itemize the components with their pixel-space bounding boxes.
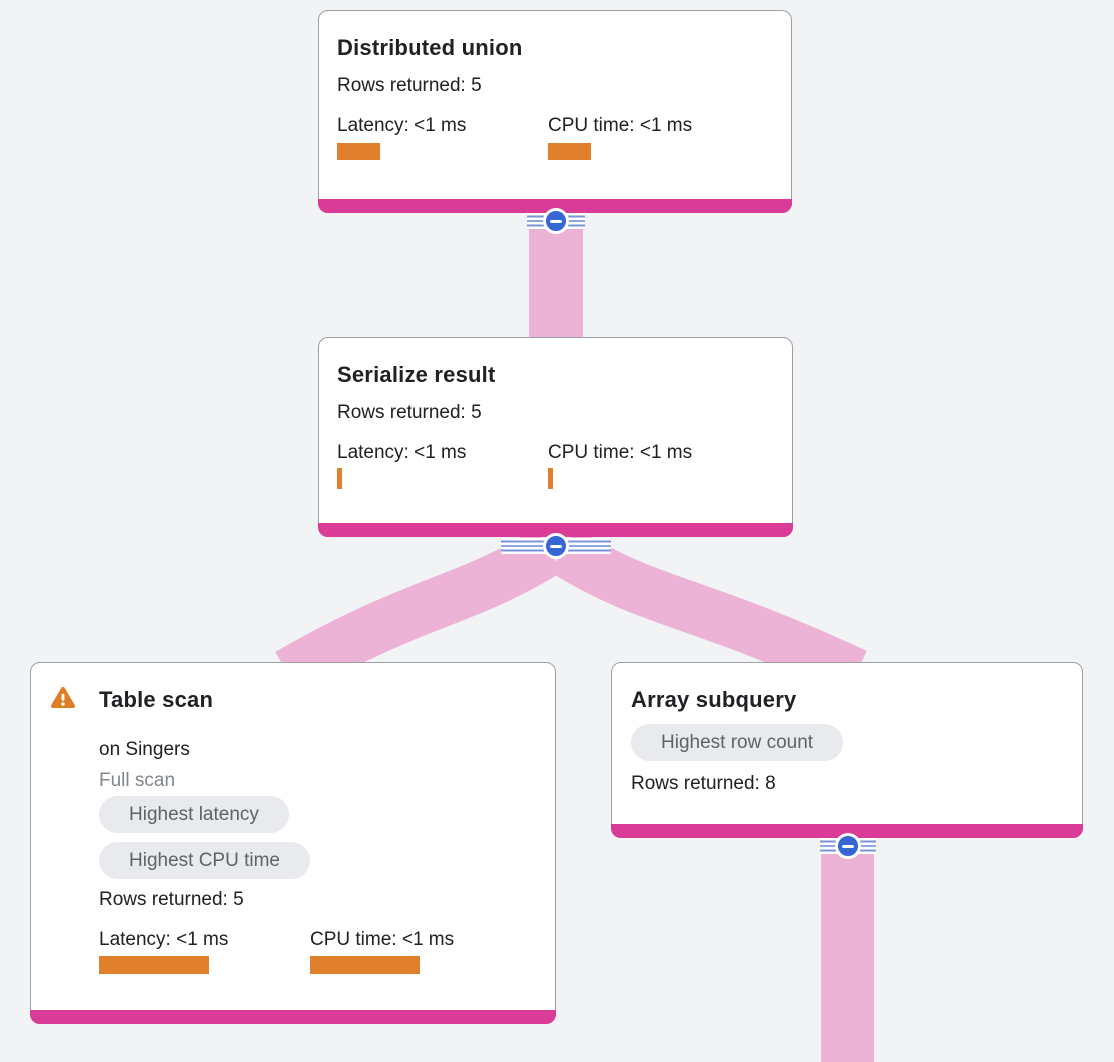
latency-label: Latency: <1 ms — [99, 929, 229, 950]
warning-triangle-icon — [51, 687, 75, 708]
metrics-row: Latency: <1 ms CPU time: <1 ms — [337, 114, 773, 160]
cpu-time-label: CPU time: <1 ms — [548, 115, 693, 136]
minus-glyph — [550, 219, 562, 223]
scan-type-label: Full scan — [99, 770, 176, 791]
rows-returned: Rows returned: 8 — [631, 773, 776, 794]
minus-glyph — [550, 544, 562, 548]
latency-label: Latency: <1 ms — [337, 115, 467, 136]
node-accent-bar — [30, 1010, 556, 1024]
cpu-time-metric: CPU time: <1 ms — [548, 441, 699, 489]
minus-glyph — [842, 844, 854, 848]
latency-bar — [337, 468, 342, 489]
plan-node-distributed-union[interactable]: Distributed union Rows returned: 5 Laten… — [318, 10, 792, 213]
cpu-time-label: CPU time: <1 ms — [310, 929, 455, 950]
metrics-row: Latency: <1 ms CPU time: <1 ms — [99, 928, 537, 974]
badge-highest-cpu-time: Highest CPU time — [99, 842, 310, 879]
collapse-button-distributed-union[interactable] — [527, 208, 585, 234]
node-accent-bar — [318, 523, 793, 537]
cpu-time-bar — [548, 468, 553, 489]
minus-circle-icon — [543, 208, 569, 234]
latency-bar — [99, 956, 209, 974]
node-accent-bar — [611, 824, 1083, 838]
minus-circle-icon — [543, 533, 569, 559]
badge-highest-row-count: Highest row count — [631, 724, 844, 761]
plan-node-array-subquery[interactable]: Array subquery Highest row count Rows re… — [611, 662, 1083, 838]
node-title: Serialize result — [337, 362, 496, 387]
badge-highest-latency: Highest latency — [99, 796, 289, 833]
badge-list: Highest latency Highest CPU time — [99, 796, 537, 879]
plan-node-serialize-result[interactable]: Serialize result Rows returned: 5 Latenc… — [318, 337, 793, 537]
rows-returned: Rows returned: 5 — [99, 889, 244, 910]
edge-below-array-subquery — [821, 842, 874, 1062]
plan-node-table-scan[interactable]: Table scan on Singers Full scan Highest … — [30, 662, 556, 1024]
cpu-time-metric: CPU time: <1 ms — [310, 928, 461, 974]
badge-list: Highest row count — [631, 724, 1064, 761]
node-title: Table scan — [99, 687, 214, 712]
latency-metric: Latency: <1 ms — [337, 114, 488, 160]
node-title: Array subquery — [631, 687, 797, 712]
cpu-time-label: CPU time: <1 ms — [548, 442, 693, 463]
latency-metric: Latency: <1 ms — [337, 441, 488, 489]
cpu-time-bar — [310, 956, 420, 974]
collapse-button-array-subquery[interactable] — [820, 833, 876, 859]
edge-serialize-to-array-subquery — [549, 528, 867, 698]
latency-metric: Latency: <1 ms — [99, 928, 250, 974]
node-title: Distributed union — [337, 35, 523, 60]
cpu-time-metric: CPU time: <1 ms — [548, 114, 699, 160]
metrics-row: Latency: <1 ms CPU time: <1 ms — [337, 441, 774, 489]
minus-circle-icon — [835, 833, 861, 859]
latency-bar — [337, 143, 380, 160]
edge-serialize-to-table-scan — [275, 528, 563, 697]
cpu-time-bar — [548, 143, 591, 160]
node-accent-bar — [318, 199, 792, 213]
rows-returned: Rows returned: 5 — [337, 402, 482, 423]
node-subtitle: on Singers — [99, 739, 190, 760]
rows-returned: Rows returned: 5 — [337, 75, 482, 96]
latency-label: Latency: <1 ms — [337, 442, 467, 463]
collapse-button-serialize-result[interactable] — [501, 533, 611, 559]
